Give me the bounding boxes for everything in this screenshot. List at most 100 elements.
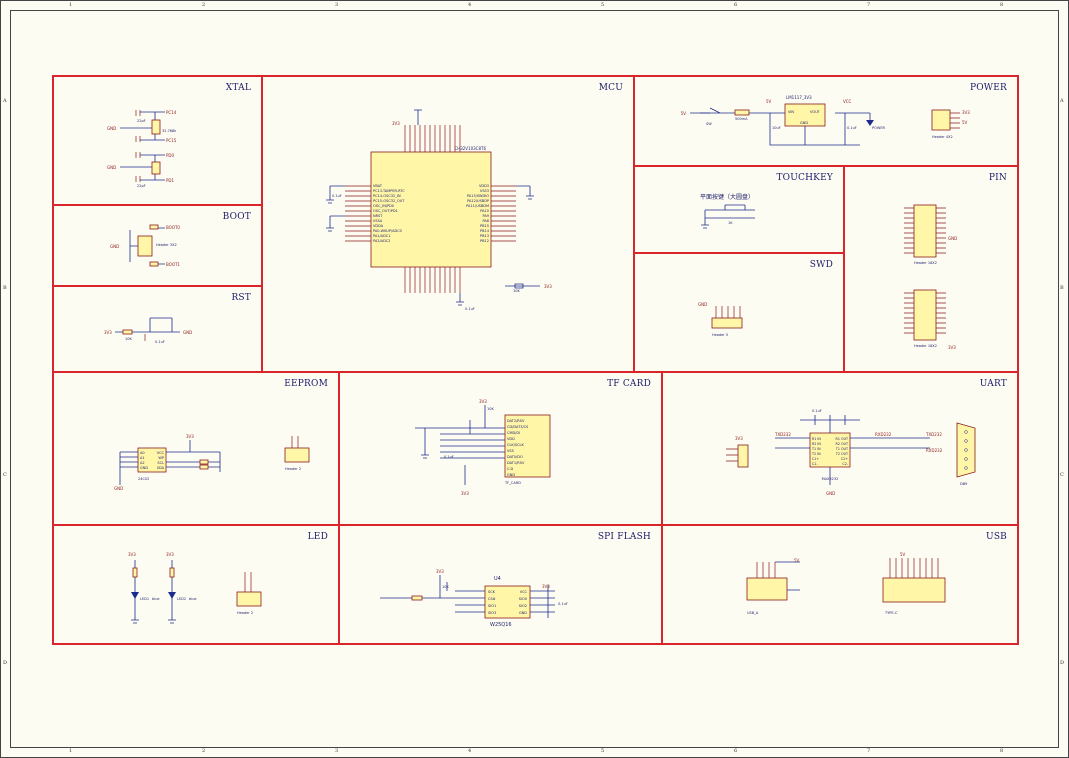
mcu-pin: PB14 [480, 229, 490, 233]
block-title-rst: RST [231, 293, 251, 303]
mcu-name: CH32V103C8T6 [454, 146, 486, 151]
cap-value: 0.1uF [812, 409, 822, 413]
boot-header [137, 235, 153, 257]
net-3v3: 3V3 [166, 552, 174, 557]
mcu-pin: PC14-OSC32_IN [373, 194, 401, 198]
row-label: D [1060, 660, 1065, 666]
net-5v: 5V [962, 120, 968, 125]
boot-circuit: BOOT0 BOOT1 Header 3X2 GND [110, 224, 180, 267]
rst-resistor [122, 329, 133, 335]
mcu-pin: PA1/ADC1 [373, 234, 390, 238]
mcu-pin: PA2/ADC2 [373, 239, 390, 243]
tf-pin: GND [507, 473, 515, 477]
mcu-pin: PB12 [480, 239, 489, 243]
col-label: 5 [601, 2, 605, 8]
col-label: 3 [335, 2, 339, 8]
mcu-pin: PA8 [482, 219, 489, 223]
pin-headers: Header 18X2 Header 18X2 GND 3V3 [904, 204, 957, 350]
power-led-label: POWER [872, 126, 886, 130]
mcu-pin: NRST [373, 214, 383, 218]
uart-pin: T2 IN [811, 452, 821, 456]
boot-resistor [149, 261, 159, 267]
col-label: 8 [1000, 748, 1004, 754]
net-3v3: 3V3 [948, 345, 956, 350]
eeprom-pin: WP [158, 456, 164, 460]
max3232-chip [809, 432, 851, 468]
net-5v: 5V [766, 99, 772, 104]
cap-value: 0.1uF [332, 194, 342, 198]
row-label: B [3, 285, 7, 291]
net-txd: TXD232 [925, 432, 942, 437]
pin-header-left [913, 204, 937, 258]
mcu-pin: OSC_OUT/PD1 [373, 209, 398, 213]
net-3v3: 3V3 [436, 569, 444, 574]
tf-name: TF_CARD [504, 481, 521, 485]
uart-pin: C2- [842, 462, 848, 466]
eeprom-pin: GND [140, 466, 148, 470]
fuse [734, 109, 750, 116]
col-label: 2 [202, 748, 206, 754]
led-color: blue [152, 597, 160, 601]
eeprom-pin: A0 [140, 451, 145, 455]
net-txd: TXD232 [774, 432, 791, 437]
mcu-pin: PC13-TAMPER-RTC [373, 189, 405, 193]
res-value: 10K [125, 337, 132, 341]
row-label: A [3, 98, 7, 104]
spi-pin: SIO0 [519, 597, 527, 601]
usb-a-label: USB_A [747, 611, 759, 615]
uart-pin: R1 IN [812, 437, 821, 441]
spi-pin: SIO1 [488, 604, 496, 608]
led-color: blue [189, 597, 197, 601]
led-resistor [169, 567, 175, 578]
mcu-pin: VDD3 [479, 184, 489, 188]
uart-pin: R2 IN [812, 442, 821, 446]
pullup-resistor [199, 464, 209, 470]
col-label: 6 [734, 748, 738, 754]
row-label: C [1060, 472, 1064, 478]
usb-a-connector [746, 577, 788, 601]
led-header [236, 591, 262, 607]
touchkey-circuit: 平面按键（大圆盘） 1K [700, 193, 755, 229]
block-title-eeprom: EEPROM [284, 379, 328, 389]
net-3v3: 3V3 [962, 110, 970, 115]
uart-pin: C2+ [841, 457, 848, 461]
spi-resistor [411, 595, 423, 601]
spi-ref: U4 [494, 576, 501, 582]
row-label: C [3, 472, 7, 478]
mcu-pin: PA12/USBDP [467, 199, 489, 203]
net-gnd: GND [948, 236, 957, 241]
net-gnd: GND [110, 244, 119, 249]
col-label: 7 [867, 2, 871, 8]
ldo-name: LM1117_3V3 [786, 95, 812, 100]
net-gnd: GND [107, 126, 116, 131]
led-resistor [132, 567, 138, 578]
col-label: 5 [601, 748, 605, 754]
tf-pin: CD/DAT3/CS [507, 425, 529, 429]
mcu-circuit: CH32V103C8T6 VBAT PC13-TAMPER-RTC PC14-O… [326, 109, 552, 311]
col-label: 3 [335, 748, 339, 754]
net-gnd: GND [826, 491, 835, 496]
ldo-pin: VIN [788, 110, 794, 114]
mcu-pin: PB15 [480, 224, 489, 228]
mcu-pin: PB13 [480, 234, 489, 238]
net-vcc: VCC [843, 99, 852, 104]
uart-pin: T1 OUT [835, 447, 849, 451]
tf-pin: DAT0/DO [507, 455, 523, 459]
mcu-pin: VBAT [373, 184, 383, 188]
net-3v3: 3V3 [735, 436, 743, 441]
mcu-pin: PA9 [482, 214, 489, 218]
rst-circuit: 3V3 GND 10K 0.1uF [104, 317, 192, 344]
eeprom-header [284, 447, 310, 463]
mcu-pin: OSC_IN/PD0 [373, 204, 394, 208]
col-label: 4 [468, 2, 472, 8]
net-3v3: 3V3 [392, 121, 400, 126]
header-label: Header 2 [237, 611, 253, 615]
cap-value: 0.1uF [155, 340, 165, 344]
uart-pin: T2 OUT [835, 452, 849, 456]
net-rxd: RXD232 [875, 432, 892, 437]
header-label: Header 18X2 [914, 261, 937, 265]
uart-header [737, 444, 749, 468]
fuse-value: 500mA [735, 117, 748, 121]
col-label: 1 [69, 2, 73, 8]
